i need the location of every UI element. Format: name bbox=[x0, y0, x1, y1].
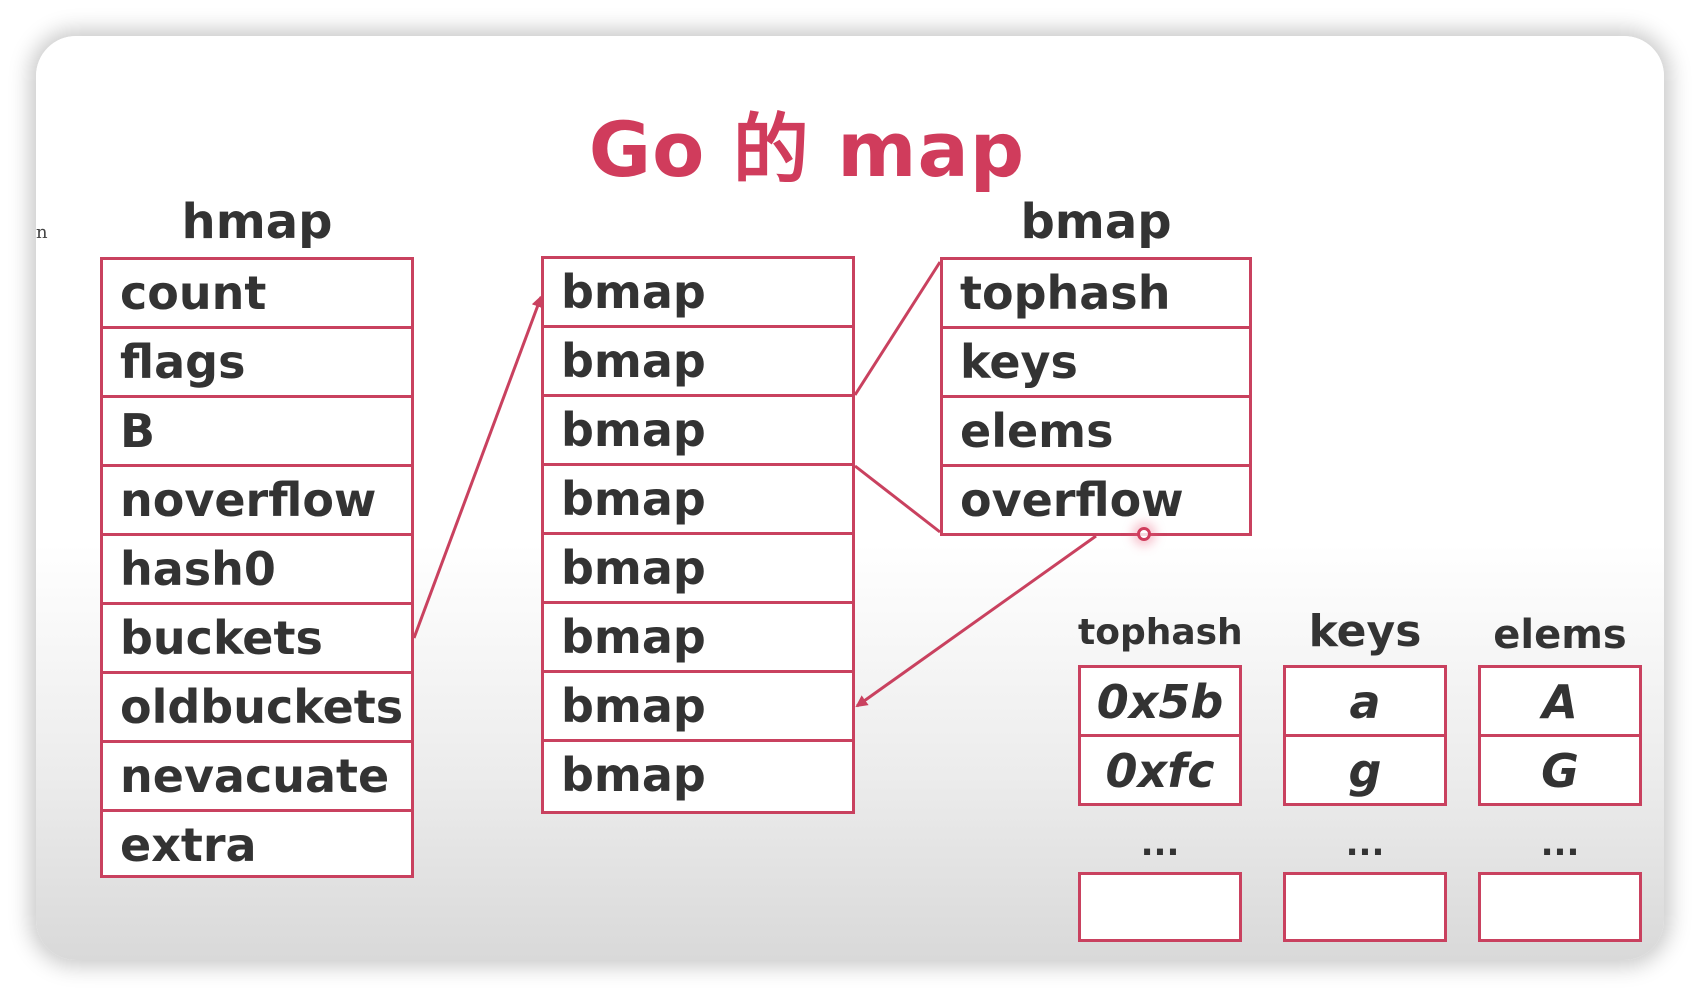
elems-array: A G bbox=[1478, 665, 1642, 806]
bucket-bmap: bmap bbox=[544, 328, 852, 397]
elems-label: elems bbox=[1493, 612, 1627, 658]
bucket-bmap: bmap bbox=[561, 748, 706, 802]
hmap-field-count: count bbox=[103, 260, 411, 329]
hmap-field-extra: extra bbox=[120, 818, 257, 872]
hmap-field-b: B bbox=[103, 398, 411, 467]
bmap-field-elems: elems bbox=[943, 398, 1249, 467]
bmap-expand-line-top bbox=[853, 261, 942, 396]
hmap-field-noverflow: noverflow bbox=[103, 467, 411, 536]
key-value: a bbox=[1286, 668, 1444, 737]
elems-empty-slot bbox=[1478, 872, 1642, 942]
hmap-field-nevacuate: nevacuate bbox=[103, 743, 411, 812]
keys-ellipsis: ... bbox=[1345, 824, 1385, 864]
bucket-bmap: bmap bbox=[544, 397, 852, 466]
bmap-struct: tophash keys elems overflow bbox=[940, 257, 1252, 536]
elem-value: G bbox=[1541, 744, 1579, 798]
bucket-bmap: bmap bbox=[544, 259, 852, 328]
elems-ellipsis: ... bbox=[1540, 824, 1580, 864]
bmap-expand-line-bottom bbox=[854, 464, 941, 534]
hmap-label: hmap bbox=[181, 194, 333, 250]
tophash-label: tophash bbox=[1078, 612, 1243, 653]
bucket-bmap: bmap bbox=[544, 673, 852, 742]
hmap-field-hash0: hash0 bbox=[103, 536, 411, 605]
hmap-struct: count flags B noverflow hash0 buckets ol… bbox=[100, 257, 414, 878]
tophash-empty-slot bbox=[1078, 872, 1242, 942]
tophash-array: 0x5b 0xfc bbox=[1078, 665, 1242, 806]
buckets-array: bmap bmap bmap bmap bmap bmap bmap bmap bbox=[541, 256, 855, 814]
overflow-pointer-arrow bbox=[855, 534, 1097, 708]
edge-glyph: n bbox=[36, 222, 48, 243]
bmap-field-keys: keys bbox=[943, 329, 1249, 398]
bmap-label: bmap bbox=[1020, 194, 1172, 250]
hmap-field-buckets: buckets bbox=[103, 605, 411, 674]
keys-empty-slot bbox=[1283, 872, 1447, 942]
bmap-field-tophash: tophash bbox=[943, 260, 1249, 329]
hmap-field-flags: flags bbox=[103, 329, 411, 398]
bmap-field-overflow: overflow bbox=[960, 473, 1184, 527]
page-title: Go 的 map bbox=[588, 105, 1026, 194]
tophash-value: 0xfc bbox=[1105, 744, 1215, 798]
hmap-field-oldbuckets: oldbuckets bbox=[103, 674, 411, 743]
buckets-pointer-arrow bbox=[412, 295, 544, 639]
tophash-value: 0x5b bbox=[1081, 668, 1239, 737]
bucket-bmap: bmap bbox=[544, 604, 852, 673]
key-value: g bbox=[1348, 744, 1382, 798]
cursor-indicator bbox=[1137, 527, 1151, 541]
elem-value: A bbox=[1481, 668, 1639, 737]
tophash-ellipsis: ... bbox=[1140, 824, 1180, 864]
keys-array: a g bbox=[1283, 665, 1447, 806]
bucket-bmap: bmap bbox=[544, 466, 852, 535]
keys-label: keys bbox=[1308, 606, 1422, 657]
bucket-bmap: bmap bbox=[544, 535, 852, 604]
